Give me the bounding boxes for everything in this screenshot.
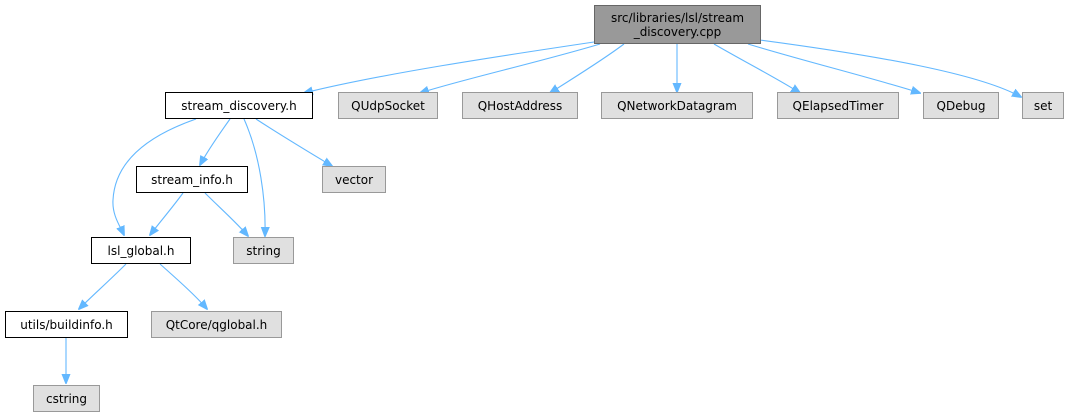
edge-root-to-qdebug: [747, 43, 920, 93]
node-label: QUdpSocket: [351, 98, 425, 113]
edge-stream-discovery-h-to-stream-info-h: [200, 118, 231, 165]
edge-root-to-qudpsocket: [420, 43, 601, 93]
edge-stream-info-h-to-string: [204, 192, 248, 236]
node-label: QDebug: [936, 98, 986, 113]
edge-root-to-stream-discovery-h: [304, 41, 595, 93]
node-root-stream-discovery-cpp: src/libraries/lsl/stream _discovery.cpp: [594, 5, 761, 44]
node-label: QHostAddress: [477, 98, 563, 113]
node-label: cstring: [45, 391, 88, 406]
edge-root-to-qhostaddress: [550, 43, 625, 93]
node-label: vector: [334, 172, 374, 187]
edge-root-to-set: [759, 39, 1021, 97]
node-qudpsocket: QUdpSocket: [338, 92, 438, 119]
node-label: lsl_global.h: [107, 243, 175, 258]
node-string: string: [233, 237, 294, 264]
node-qdebug: QDebug: [923, 92, 999, 119]
node-label: utils/buildinfo.h: [20, 317, 113, 332]
edge-stream-discovery-h-to-vector: [255, 118, 332, 166]
node-set: set: [1022, 92, 1064, 119]
node-qelapsedtimer: QElapsedTimer: [777, 92, 899, 119]
edge-root-to-qelapsedtimer: [713, 43, 800, 93]
node-utils-buildinfo-h[interactable]: utils/buildinfo.h: [5, 311, 128, 338]
root-title-line1: src/libraries/lsl/stream: [610, 10, 745, 25]
node-label: string: [246, 243, 281, 258]
edge-lsl-global-h-to-qtcore-qglobal-h: [159, 263, 207, 309]
node-vector: vector: [322, 166, 386, 193]
edge-lsl-global-h-to-utils-buildinfo-h: [79, 263, 127, 309]
node-label: set: [1033, 98, 1053, 113]
node-qnetworkdatagram: QNetworkDatagram: [601, 92, 753, 119]
node-lsl-global-h[interactable]: lsl_global.h: [91, 237, 191, 264]
node-label: QtCore/qglobal.h: [165, 317, 268, 332]
node-stream-discovery-h[interactable]: stream_discovery.h: [165, 92, 313, 119]
edge-stream-discovery-h-to-lsl-global-h: [112, 118, 197, 235]
node-cstring: cstring: [33, 385, 100, 412]
edge-stream-discovery-h-to-string: [243, 118, 265, 236]
node-label: QNetworkDatagram: [617, 98, 737, 113]
node-label: stream_info.h: [151, 172, 233, 187]
edge-stream-info-h-to-lsl-global-h: [150, 192, 184, 235]
node-stream-info-h[interactable]: stream_info.h: [136, 166, 248, 193]
node-label: QElapsedTimer: [792, 98, 884, 113]
node-qtcore-qglobal-h: QtCore/qglobal.h: [151, 311, 282, 338]
node-label: stream_discovery.h: [181, 98, 297, 113]
node-qhostaddress: QHostAddress: [462, 92, 578, 119]
root-title-line2: _discovery.cpp: [633, 24, 722, 39]
